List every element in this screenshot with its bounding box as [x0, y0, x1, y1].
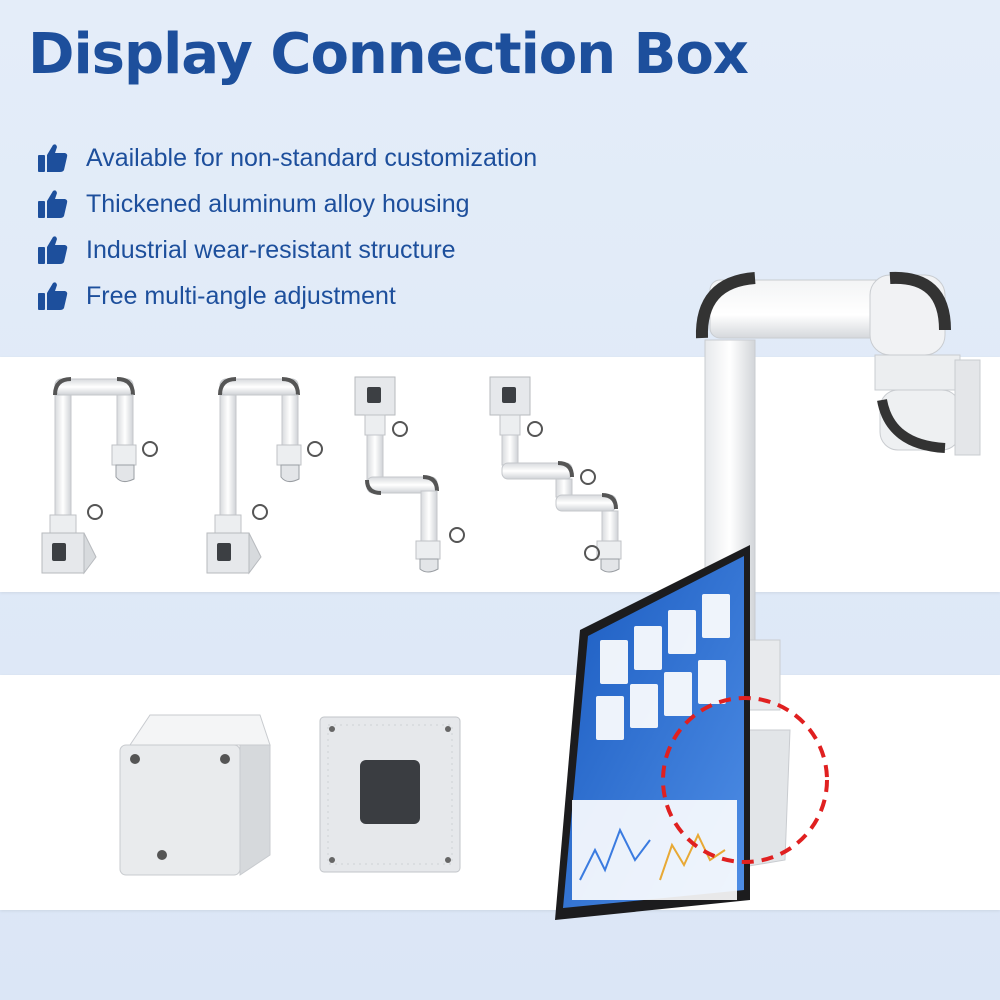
connection-box-illustration [119, 714, 461, 876]
arm-config-2 [206, 377, 323, 575]
thumbs-up-icon [38, 282, 68, 310]
connection-box-front-view [319, 716, 461, 873]
connection-box-band [0, 675, 1000, 910]
thumbs-up-icon [38, 144, 68, 172]
thumbs-up-icon [38, 236, 68, 264]
highlight-dashed-circle [661, 696, 829, 864]
feature-list: Available for non-standard customization… [36, 136, 537, 320]
monitor-arm-illustration [555, 271, 981, 920]
arm-config-4 [489, 376, 622, 573]
arm-config-3 [354, 376, 465, 573]
feature-text: Free multi-angle adjustment [86, 281, 396, 310]
arm-config-1 [41, 377, 158, 575]
feature-text: Available for non-standard customization [86, 143, 538, 172]
feature-item: Free multi-angle adjustment [36, 274, 537, 318]
feature-item: Thickened aluminum alloy housing [36, 182, 537, 226]
feature-item: Industrial wear-resistant structure [36, 228, 537, 272]
touch-monitor [555, 545, 750, 920]
arm-configurations-band [0, 357, 1000, 592]
feature-text: Thickened aluminum alloy housing [86, 189, 470, 218]
feature-text: Industrial wear-resistant structure [86, 235, 456, 264]
feature-item: Available for non-standard customization [36, 136, 537, 180]
page-title: Display Connection Box [28, 22, 749, 87]
thumbs-up-icon [38, 190, 68, 218]
connection-box-angled-view [119, 714, 271, 876]
arm-configurations-illustration [41, 376, 622, 575]
